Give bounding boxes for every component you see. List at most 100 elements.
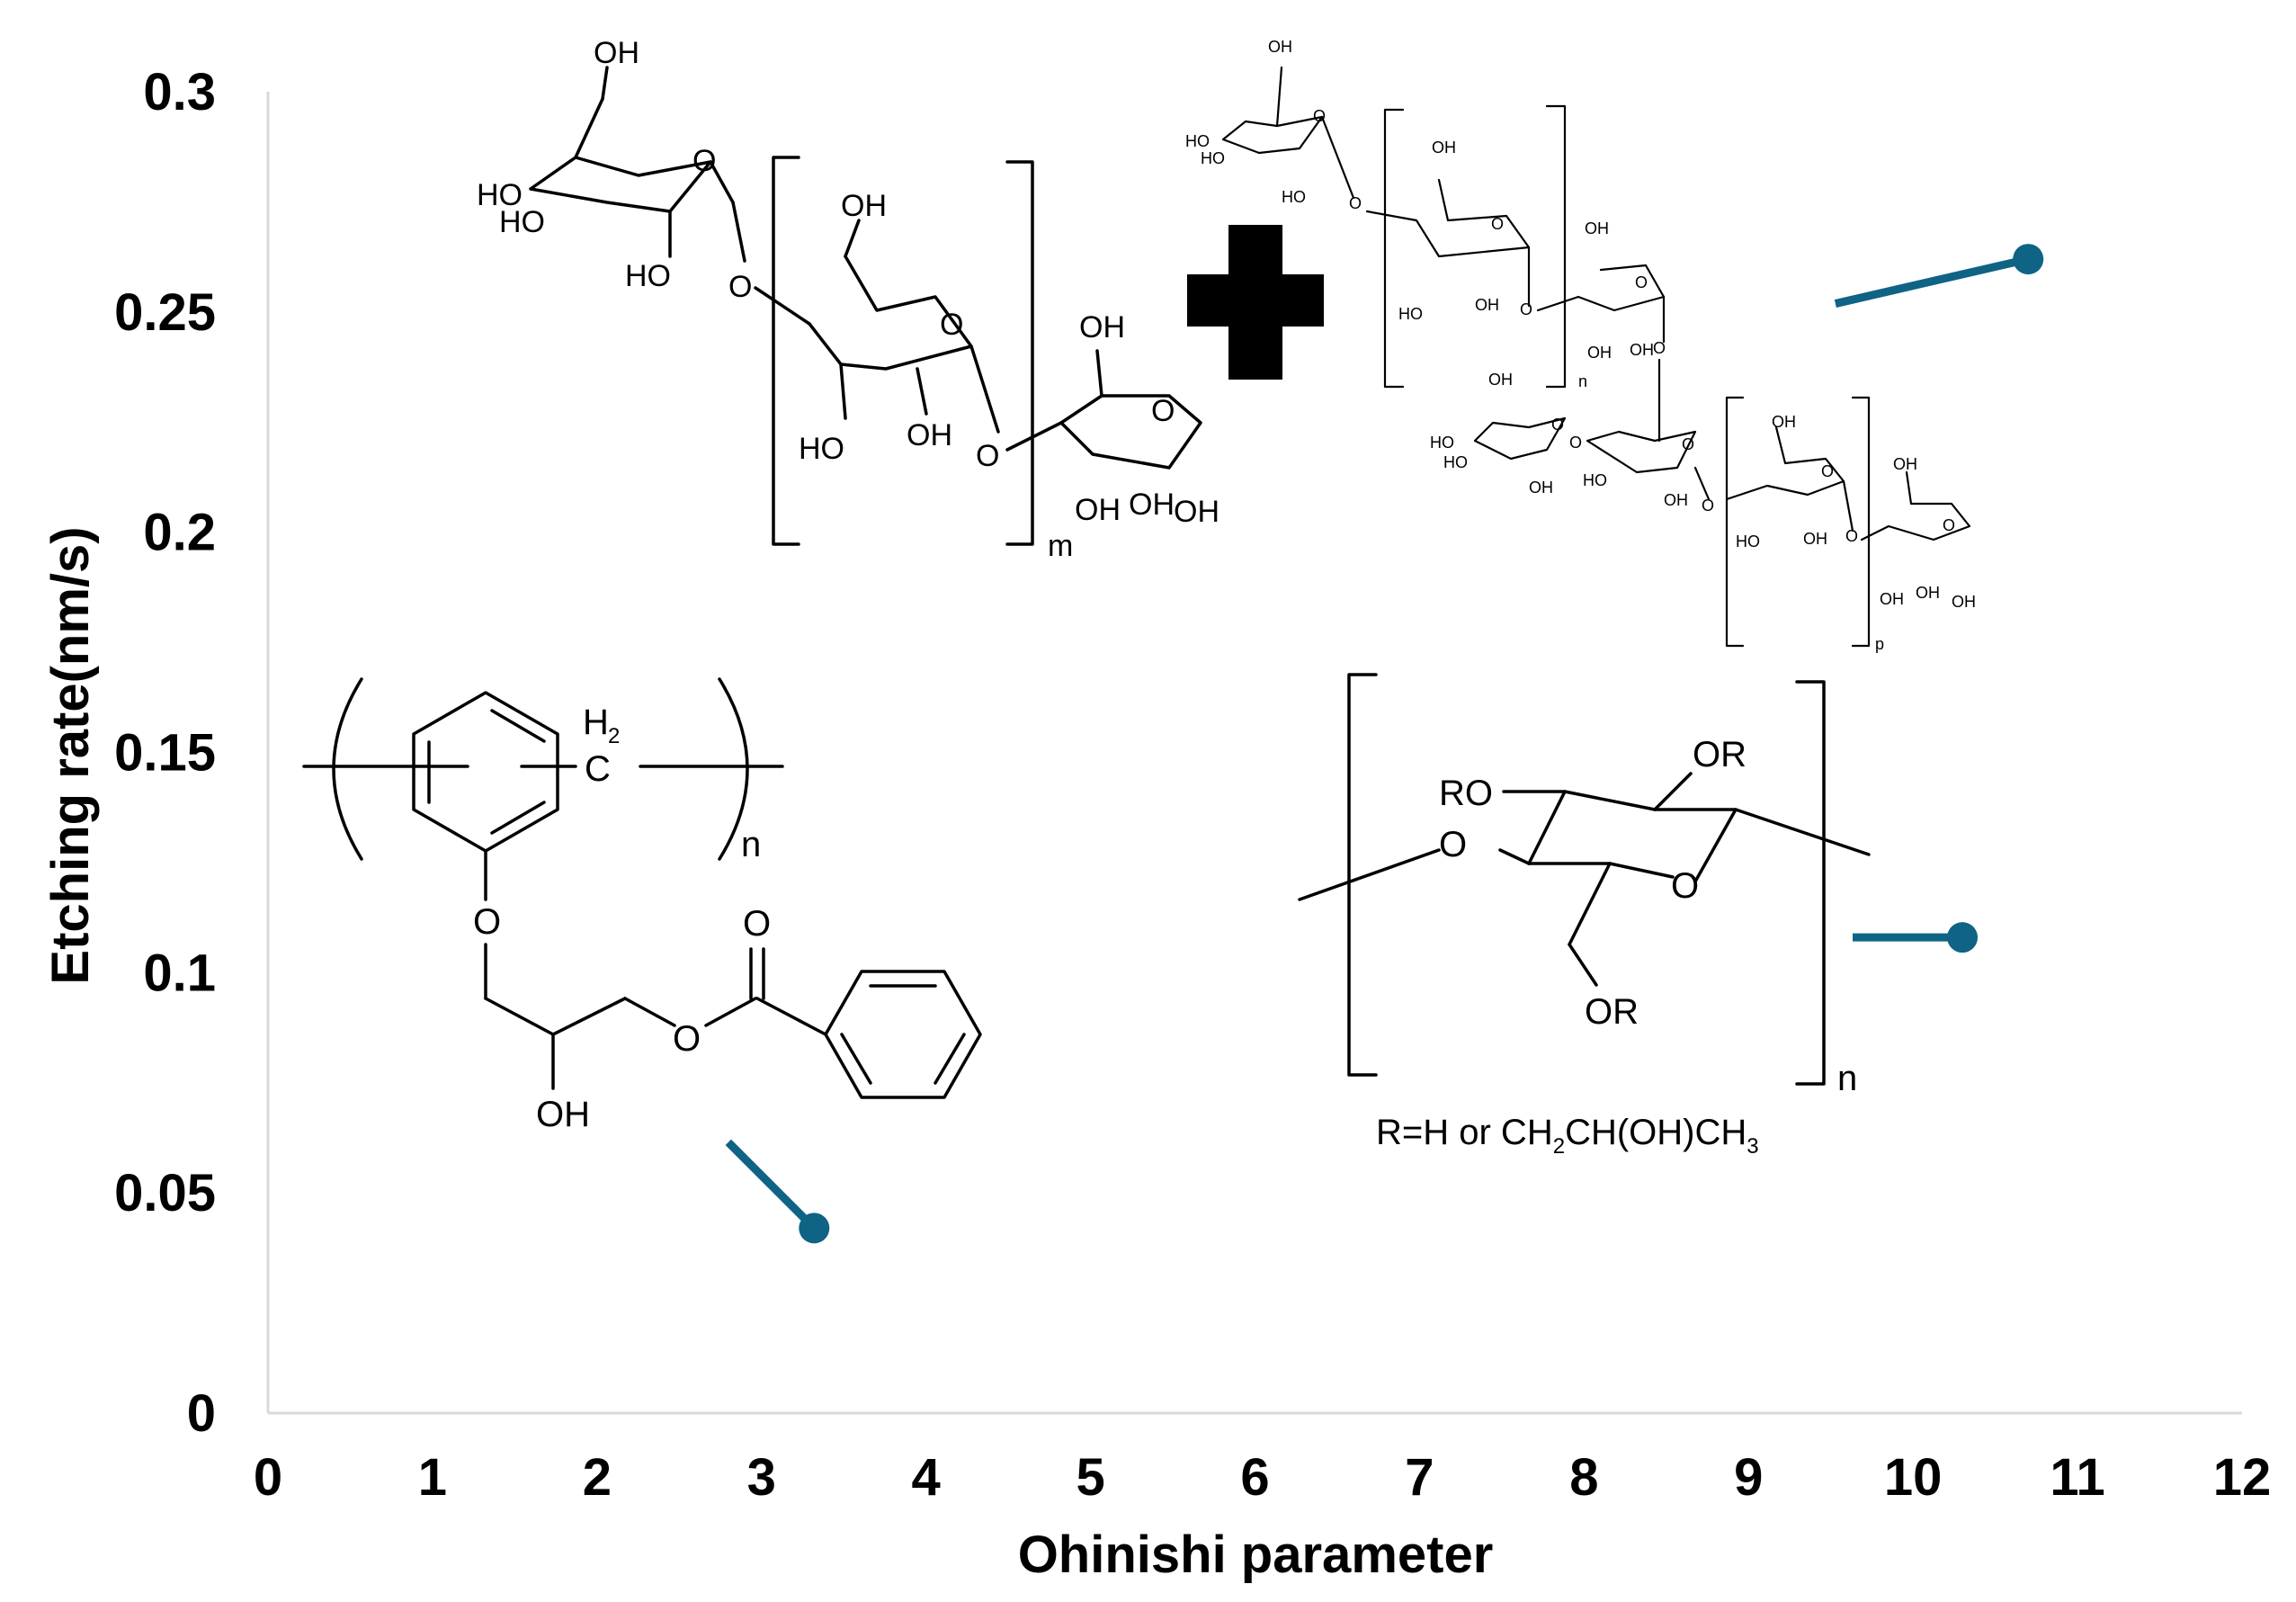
svg-text:OH: OH <box>1432 139 1456 157</box>
svg-text:O: O <box>1943 516 1955 534</box>
data-point-marker <box>1947 922 1979 953</box>
svg-text:HO: HO <box>499 205 545 239</box>
svg-text:HO: HO <box>799 432 844 466</box>
data-points <box>725 244 2044 1244</box>
svg-text:OH: OH <box>594 36 639 70</box>
data-point-leader <box>725 1139 817 1231</box>
svg-text:n: n <box>1837 1059 1857 1098</box>
svg-text:OH: OH <box>1630 341 1654 359</box>
svg-text:OH: OH <box>1268 38 1292 56</box>
svg-text:O: O <box>1702 497 1714 515</box>
svg-text:OH: OH <box>1916 584 1940 602</box>
svg-text:HO: HO <box>1430 434 1454 452</box>
svg-text:HO: HO <box>477 178 523 212</box>
svg-text:OH: OH <box>1803 530 1827 548</box>
svg-text:OH: OH <box>1664 491 1688 509</box>
svg-text:OH: OH <box>536 1095 590 1134</box>
svg-text:O: O <box>692 144 716 178</box>
svg-text:H: H <box>583 703 609 742</box>
data-point-marker <box>2013 244 2044 275</box>
svg-text:RO: RO <box>1439 774 1493 813</box>
data-point-leader <box>1834 255 2030 308</box>
svg-text:OH: OH <box>1129 488 1175 522</box>
svg-text:OH: OH <box>1880 590 1904 608</box>
svg-text:OH: OH <box>1952 593 1976 611</box>
x-tick-label: 11 <box>2050 1448 2104 1507</box>
x-tick-label: 6 <box>1240 1448 1269 1507</box>
cellulose-structure: n O RO OR O OR R=H or CH2CH(OH)CH3 <box>1298 673 1871 1159</box>
svg-text:OR: OR <box>1585 992 1639 1032</box>
svg-text:m: m <box>1048 529 1073 563</box>
svg-text:O: O <box>1845 527 1858 545</box>
svg-text:OH: OH <box>1529 479 1553 497</box>
x-tick-label: 2 <box>583 1448 612 1507</box>
x-axis-title: Ohinishi parameter <box>1018 1526 1494 1584</box>
svg-text:OH: OH <box>907 418 952 452</box>
svg-text:OH: OH <box>1075 493 1121 527</box>
svg-text:OH: OH <box>841 189 887 223</box>
svg-text:HO: HO <box>1185 132 1210 150</box>
svg-text:C: C <box>585 749 611 789</box>
svg-text:HO: HO <box>1443 453 1468 471</box>
svg-text:O: O <box>1520 300 1532 318</box>
svg-text:HO: HO <box>1736 533 1760 550</box>
svg-text:HO: HO <box>1201 149 1225 167</box>
svg-text:HO: HO <box>625 259 671 293</box>
svg-text:O: O <box>1439 825 1467 864</box>
svg-text:O: O <box>976 439 999 473</box>
y-tick-label: 0.25 <box>114 283 216 342</box>
svg-text:O: O <box>1491 215 1504 233</box>
x-tick-label: 12 <box>2213 1448 2272 1507</box>
svg-text:p: p <box>1875 635 1884 653</box>
svg-text:O: O <box>1653 339 1666 357</box>
y-axis-title: Etching rate(nm/s) <box>41 526 100 984</box>
x-tick-label: 3 <box>747 1448 776 1507</box>
epoxy-resin-structure: C H 2 n O OH O O <box>302 677 982 1134</box>
svg-text:O: O <box>1551 416 1564 434</box>
svg-text:HO: HO <box>1583 471 1607 489</box>
svg-text:O: O <box>1635 273 1648 291</box>
axes <box>266 92 2242 1415</box>
y-tick-label: 0.3 <box>143 63 216 121</box>
svg-text:OH: OH <box>1772 413 1796 431</box>
svg-text:O: O <box>473 902 501 942</box>
svg-text:O: O <box>1349 194 1362 212</box>
svg-text:O: O <box>673 1019 701 1059</box>
svg-text:n: n <box>741 825 761 864</box>
x-tick-label: 10 <box>1884 1448 1943 1507</box>
y-tick-label: 0.05 <box>114 1164 216 1222</box>
svg-text:OH: OH <box>1079 310 1125 345</box>
amylopectin-structure: O OH HO HO HO O n O OH HO OH O O OH OH O… <box>1185 38 1976 653</box>
svg-text:HO: HO <box>1282 188 1306 206</box>
svg-text:O: O <box>1821 462 1834 480</box>
data-point-marker <box>799 1213 830 1244</box>
svg-text:2: 2 <box>608 724 620 748</box>
x-tick-label: 8 <box>1569 1448 1598 1507</box>
y-tick-label: 0 <box>187 1384 216 1443</box>
svg-text:n: n <box>1578 372 1587 390</box>
x-tick-label: 1 <box>418 1448 447 1507</box>
x-tick-label: 4 <box>912 1448 941 1507</box>
svg-text:OH: OH <box>1475 296 1499 314</box>
x-tick-label: 5 <box>1076 1448 1104 1507</box>
svg-text:O: O <box>743 904 771 944</box>
svg-text:R=H or CH2CH(OH)CH3: R=H or CH2CH(OH)CH3 <box>1376 1113 1759 1159</box>
y-tick-label: 0.15 <box>114 724 216 783</box>
svg-text:O: O <box>940 308 963 342</box>
x-tick-label: 0 <box>254 1448 282 1507</box>
svg-text:HO: HO <box>1398 305 1423 323</box>
x-tick-label: 7 <box>1405 1448 1434 1507</box>
svg-text:O: O <box>1682 435 1694 453</box>
svg-text:O: O <box>1569 434 1582 452</box>
svg-text:OR: OR <box>1693 735 1747 774</box>
plus-sign <box>1187 225 1324 380</box>
amylose-structure: O OH HO HO HO O m O OH HO OH O O OH OH O… <box>477 36 1219 563</box>
svg-text:OH: OH <box>1587 344 1612 362</box>
svg-text:O: O <box>728 270 752 304</box>
svg-text:OH: OH <box>1893 455 1917 473</box>
y-tick-label: 0.1 <box>143 944 216 1002</box>
svg-text:OH: OH <box>1585 219 1609 237</box>
svg-text:OH: OH <box>1488 371 1513 389</box>
